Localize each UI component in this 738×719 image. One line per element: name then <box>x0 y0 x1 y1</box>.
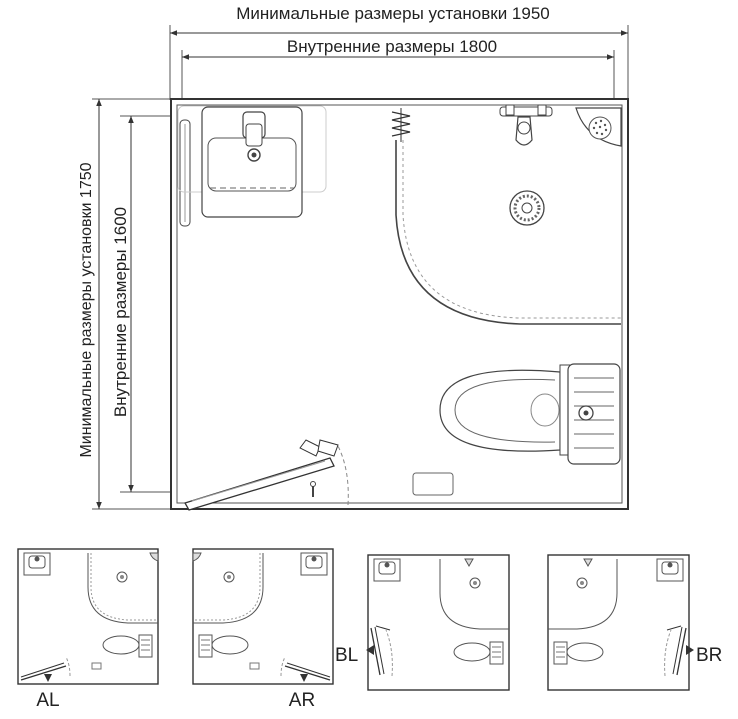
variant-label-br: BR <box>696 645 722 666</box>
dimension-inner-height-label: Внутренние размеры 1600 <box>111 207 130 417</box>
variant-bl-plan <box>367 554 510 691</box>
variant-label-al: AL <box>36 690 59 711</box>
toilet-icon <box>439 363 621 465</box>
dimension-outer-width-label: Минимальные размеры установки 1950 <box>236 4 550 23</box>
variant-br: BR <box>547 554 722 691</box>
dimension-inner-width-label: Внутренние размеры 1800 <box>287 37 497 56</box>
door-icon <box>184 439 349 511</box>
shower-mixer-icon <box>499 104 553 146</box>
main-floor-plan <box>170 98 629 511</box>
floor-vent-icon <box>412 472 454 496</box>
dimension-outer-height: Минимальные размеры установки 1750 <box>78 98 172 510</box>
dimension-outer-width: Минимальные размеры установки 1950 <box>169 4 629 100</box>
shower-enclosure <box>391 108 621 325</box>
variant-bl: BL <box>335 554 510 691</box>
shower-head-icon <box>575 107 622 147</box>
towel-rail-icon <box>179 119 191 227</box>
dimension-inner-height: Внутренние размеры 1600 <box>111 115 172 493</box>
variant-label-bl: BL <box>335 645 358 666</box>
variant-al: AL <box>17 548 159 711</box>
dimension-outer-height-label: Минимальные размеры установки 1750 <box>78 162 95 457</box>
variant-label-ar: AR <box>289 690 315 711</box>
wash-basin-icon <box>177 105 327 218</box>
floor-drain-icon <box>509 190 545 226</box>
dimension-inner-width: Внутренние размеры 1800 <box>181 37 615 100</box>
variant-ar: AR <box>192 548 334 711</box>
shower-hinge-icon <box>391 108 411 142</box>
